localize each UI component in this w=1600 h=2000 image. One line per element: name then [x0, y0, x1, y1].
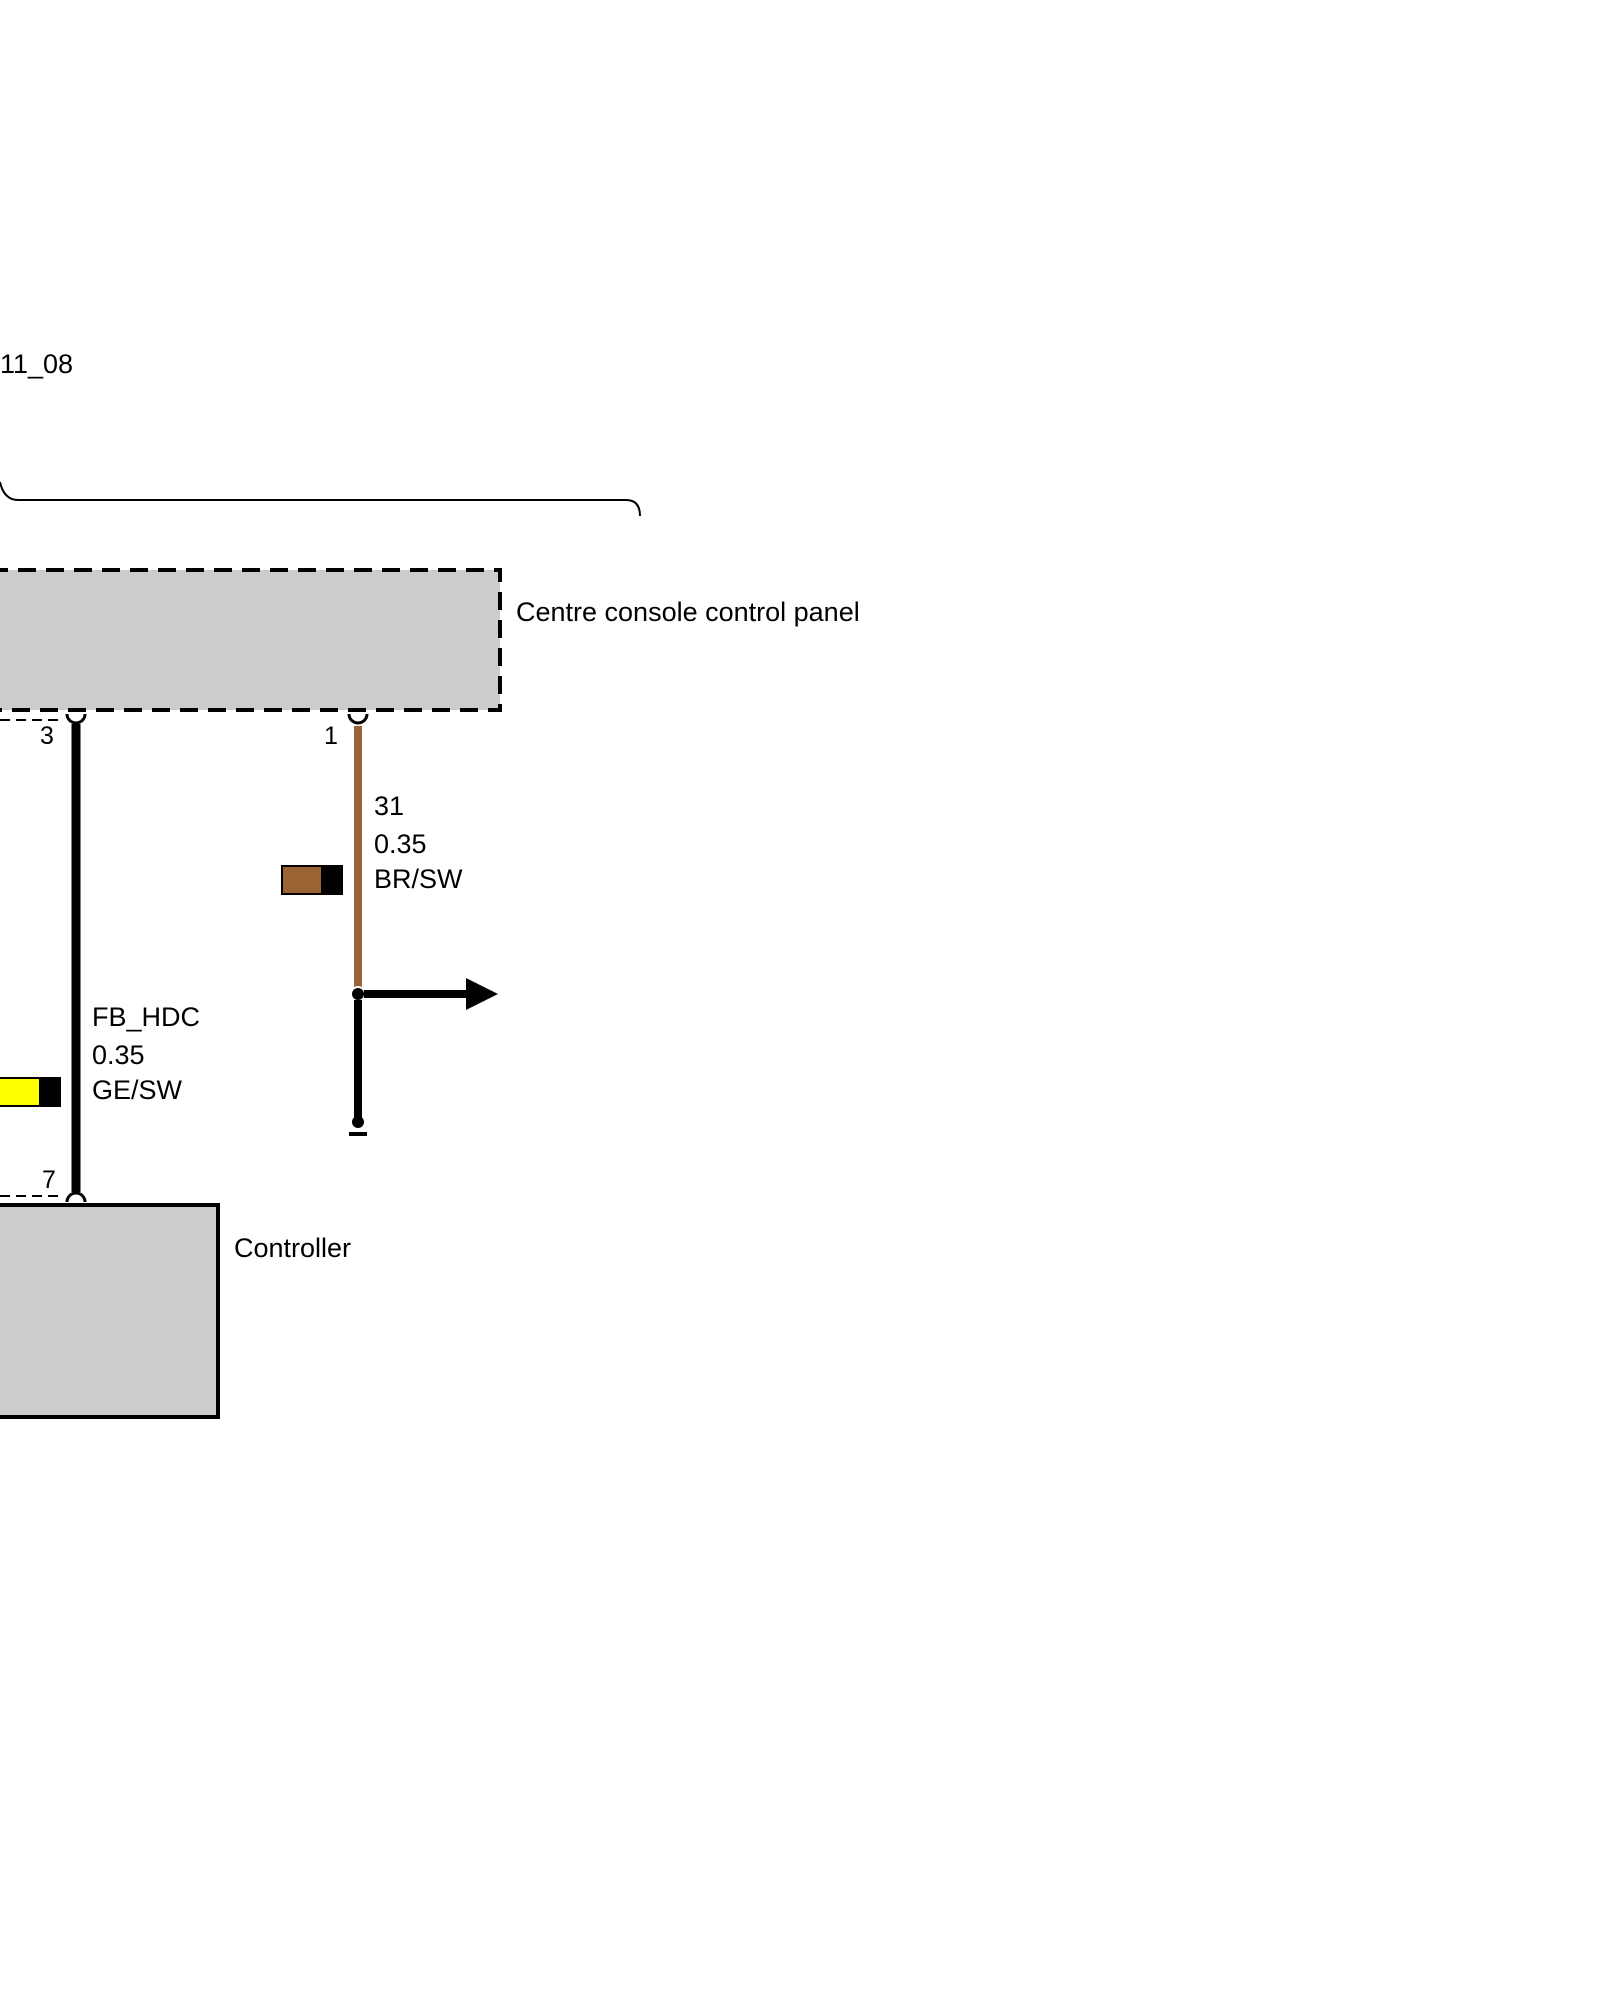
- wire-fb-hdc-color-code: GE/SW: [92, 1075, 183, 1105]
- pin-1-terminal[interactable]: [347, 713, 369, 725]
- wire-fb-hdc-signal: FB_HDC: [92, 1002, 200, 1032]
- ground-point-icon[interactable]: [352, 1116, 364, 1128]
- controller-box[interactable]: [0, 1203, 220, 1419]
- pin-7-terminal[interactable]: [65, 1191, 87, 1203]
- sheet-reference: 11_08: [0, 349, 73, 379]
- pin-3-terminal[interactable]: [65, 713, 87, 725]
- pin-1-label: 1: [324, 722, 338, 750]
- wire-ground-31-signal: 31: [374, 791, 404, 821]
- wire-fb-hdc-gauge: 0.35: [92, 1040, 145, 1070]
- wire-ground-31-color-code: BR/SW: [374, 864, 463, 894]
- wire-ground-31-color-swatch: [281, 865, 343, 895]
- pin-7-label: 7: [42, 1166, 56, 1194]
- pin-3-label: 3: [40, 722, 54, 750]
- control-panel-label: Centre console control panel: [516, 597, 860, 627]
- controller-label: Controller: [234, 1233, 351, 1263]
- splice-junction[interactable]: [350, 986, 366, 1002]
- continuation-arrow-icon[interactable]: [466, 978, 498, 1010]
- control-panel-box[interactable]: [0, 568, 502, 712]
- component-group-brace: [0, 481, 641, 517]
- wire-ground-31-gauge: 0.35: [374, 829, 427, 859]
- wire-fb-hdc-color-swatch: [0, 1077, 61, 1107]
